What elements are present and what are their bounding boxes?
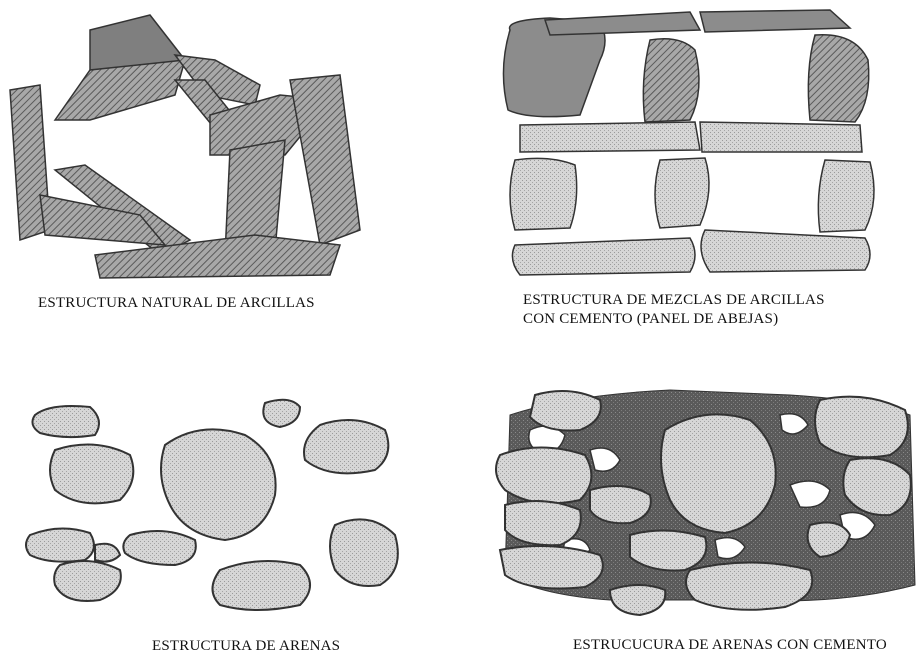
sand-structure-diagram <box>0 385 430 630</box>
clay-block <box>545 12 700 35</box>
caption-line: CON CEMENTO (PANEL DE ABEJAS) <box>523 310 825 329</box>
sand-grain <box>32 406 99 437</box>
sand-grain <box>590 486 651 523</box>
natural-clay-structure-diagram <box>0 0 400 290</box>
clay-block <box>643 39 699 122</box>
caption-clay-cement-mix: ESTRUCTURA DE MEZCLAS DE ARCILLAS CON CE… <box>523 291 825 329</box>
sand-grain <box>213 561 311 610</box>
clay-block <box>512 238 695 275</box>
clay-platelet <box>55 60 185 120</box>
caption-natural-clay-structure: ESTRUCTURA NATURAL DE ARCILLAS <box>38 294 315 313</box>
clay-block <box>700 10 850 32</box>
sand-grain <box>304 420 388 473</box>
sand-cement-diagram <box>490 375 922 630</box>
sand-grain <box>95 544 120 562</box>
clay-block <box>701 230 870 272</box>
sand-grain <box>630 530 706 570</box>
clay-cement-blocks <box>503 10 874 275</box>
sand-grain <box>263 400 300 427</box>
caption-line: ESTRUCTURA NATURAL DE ARCILLAS <box>38 294 315 313</box>
sand-grain <box>123 531 195 565</box>
caption-sand-structure: ESTRUCTURA DE ARENAS <box>152 637 340 656</box>
sand-grain <box>54 561 121 601</box>
sand-grain <box>26 528 94 561</box>
clay-block <box>808 35 868 122</box>
sand-grain <box>500 546 603 589</box>
clay-platelets <box>10 15 360 278</box>
sand-grain <box>330 519 398 586</box>
sand-grain <box>505 501 581 545</box>
sand-grain <box>530 391 601 430</box>
clay-block <box>818 160 874 232</box>
caption-line: ESTRUCTURA DE ARENAS <box>152 637 340 656</box>
sand-grain <box>610 585 665 615</box>
caption-line: ESTRUCTURA DE MEZCLAS DE ARCILLAS <box>523 291 825 310</box>
clay-block <box>700 122 862 152</box>
sand-grain <box>686 563 812 610</box>
clay-platelet <box>290 75 360 245</box>
sand-grains <box>26 400 398 610</box>
sand-grain <box>161 429 276 540</box>
caption-sand-cement: ESTRUCUCURA DE ARENAS CON CEMENTO <box>573 636 887 655</box>
clay-block <box>520 122 700 152</box>
caption-line: ESTRUCUCURA DE ARENAS CON CEMENTO <box>573 636 887 655</box>
clay-block <box>655 158 709 228</box>
sand-grain <box>50 445 133 504</box>
clay-block <box>510 158 577 230</box>
clay-cement-mix-diagram <box>490 0 890 290</box>
sand-grain <box>815 397 908 458</box>
